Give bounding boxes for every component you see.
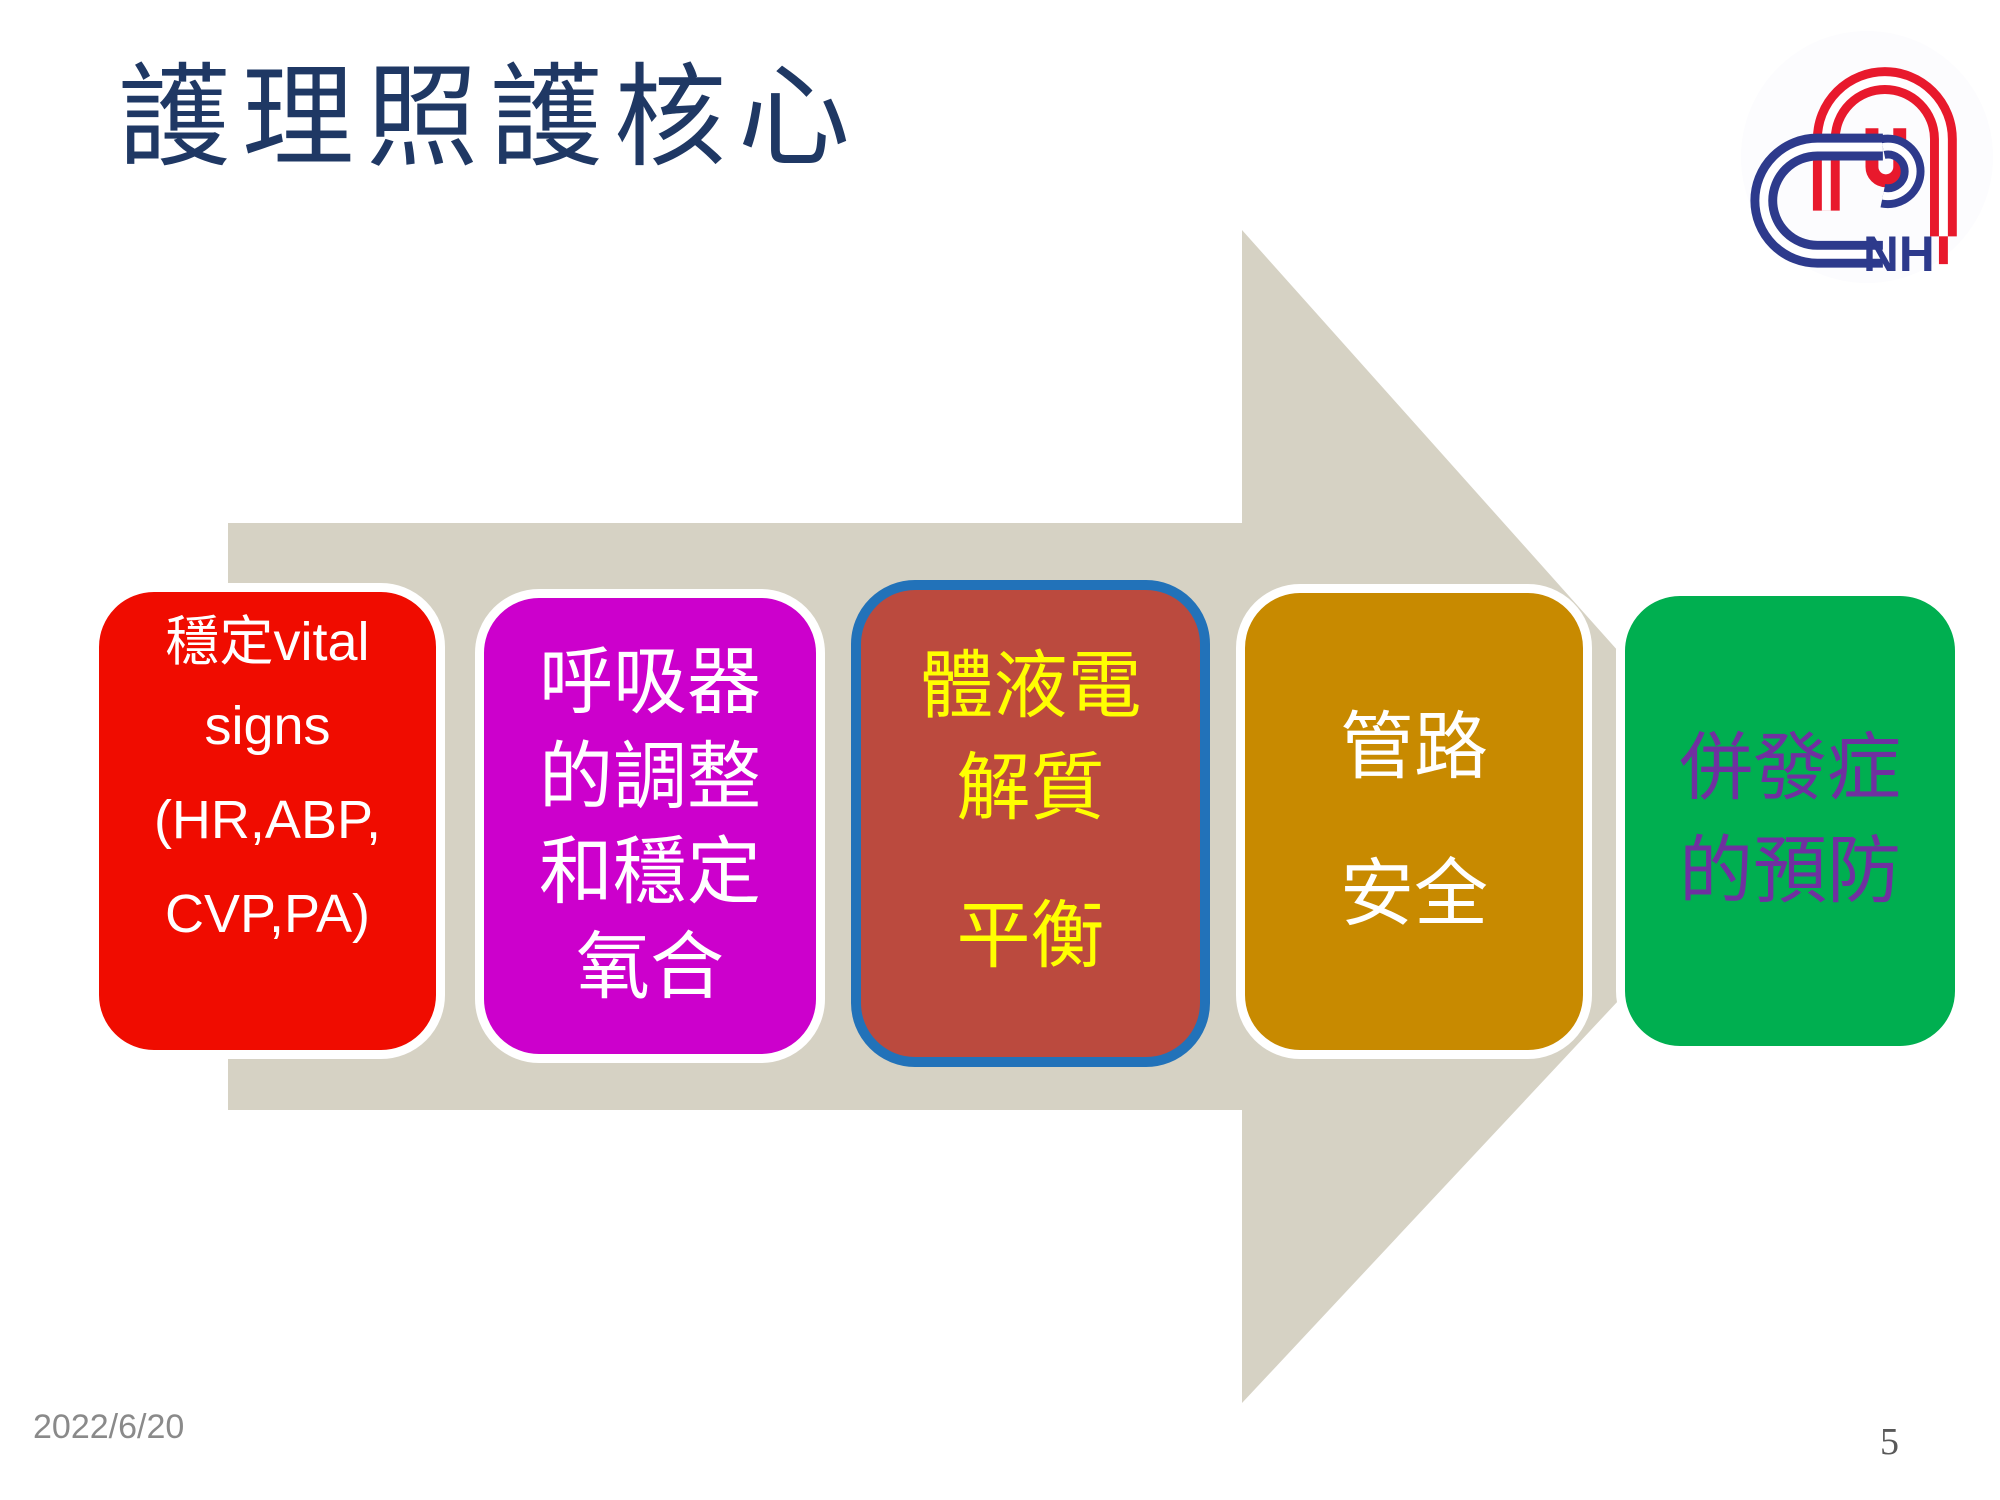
- process-step-box-ventilator: 呼吸器 的調整 和穩定 氧合: [475, 589, 825, 1063]
- slide-date: 2022/6/20: [33, 1408, 185, 1446]
- box-line: 解質: [956, 747, 1105, 830]
- process-step-box-vital-signs: 穩定vital signs (HR,ABP, CVP,PA): [90, 583, 445, 1059]
- box-line: 管路: [1340, 707, 1488, 789]
- process-step-box-fluid-electrolyte: 體液電 解質 平衡: [851, 580, 1210, 1067]
- box-line: 氧合: [576, 927, 724, 1009]
- box-line: (HR,ABP,: [153, 790, 382, 850]
- box-line: 體液電: [919, 645, 1142, 728]
- page-title: 護理照護核心: [118, 55, 862, 180]
- hospital-logo-icon: NH: [1740, 30, 1994, 284]
- process-step-box-line-safety: 管路 安全: [1236, 584, 1592, 1059]
- box-line: 安全: [1340, 854, 1488, 936]
- logo-letters: NH: [1863, 226, 1935, 282]
- box-line: 併發症: [1679, 728, 1901, 810]
- box-line: 穩定vital: [165, 612, 370, 672]
- box-line: CVP,PA): [164, 884, 371, 944]
- box-line: 呼吸器: [539, 642, 761, 724]
- box-line: 的預防: [1679, 831, 1901, 913]
- page-number: 5: [1880, 1421, 1899, 1463]
- box-line: 的調整: [539, 737, 761, 819]
- box-line: 平衡: [956, 895, 1105, 978]
- box-line: 和穩定: [539, 832, 761, 914]
- process-step-box-complication-prevention: 併發症 的預防: [1616, 587, 1964, 1055]
- box-line: signs: [204, 696, 331, 756]
